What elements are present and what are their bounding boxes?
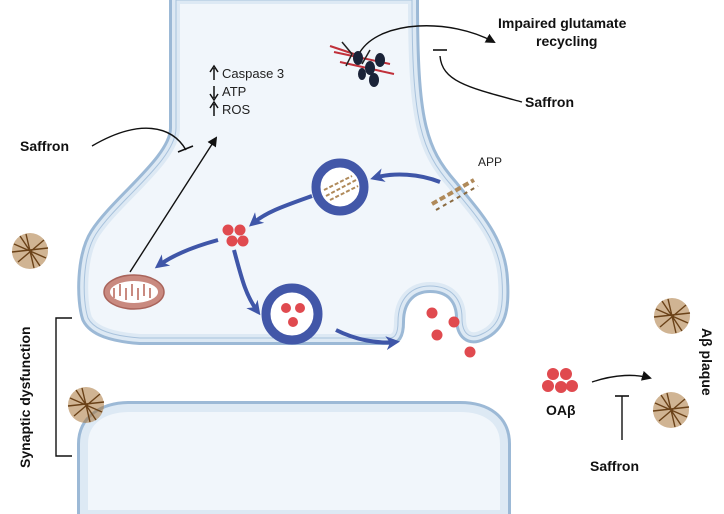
app-protein-icon <box>431 178 479 211</box>
saffron-bottom-label: Saffron <box>590 458 639 474</box>
app-vesicle-icon <box>311 158 369 216</box>
oab-vesicle-icon <box>261 283 323 345</box>
plaque-icon <box>652 392 690 428</box>
oab-label: OAβ <box>546 402 576 418</box>
synaptic-bracket <box>55 317 72 457</box>
atp-label: ATP <box>222 84 246 99</box>
impaired-label-2: recycling <box>536 33 597 49</box>
flow-arrow-cleave <box>248 194 313 227</box>
released-oab <box>426 307 476 358</box>
saffron-left-inhibit <box>91 127 187 151</box>
flow-arrow-app <box>370 168 441 184</box>
glutamate-transporter-icon <box>329 41 395 87</box>
oligomer-cluster <box>222 224 249 247</box>
flow-arrow-release <box>335 328 400 351</box>
plaque-icon <box>11 233 49 269</box>
saffron-top-right-label: Saffron <box>525 94 574 110</box>
mito-arrow <box>129 136 218 273</box>
oab-arrow <box>591 370 652 383</box>
oab-cluster <box>542 368 578 393</box>
synaptic-label: Synaptic dysfunction <box>17 326 33 468</box>
saffron-top-inhibit <box>439 55 523 103</box>
flow-arrow-vesicle <box>232 249 261 316</box>
plaque-icon <box>67 387 105 423</box>
mitochondrion-icon <box>103 274 165 310</box>
saffron-left-label: Saffron <box>20 138 69 154</box>
flow-arrow-mito <box>154 238 219 269</box>
impaired-arrow <box>359 25 496 53</box>
change-arrows <box>209 64 219 116</box>
caspase-label: Caspase 3 <box>222 66 284 81</box>
ros-label: ROS <box>222 102 251 117</box>
plaque-icon <box>653 298 691 334</box>
abeta-label: Aβ plaque <box>699 328 715 396</box>
impaired-label-1: Impaired glutamate <box>498 15 627 31</box>
app-label: APP <box>478 155 502 169</box>
